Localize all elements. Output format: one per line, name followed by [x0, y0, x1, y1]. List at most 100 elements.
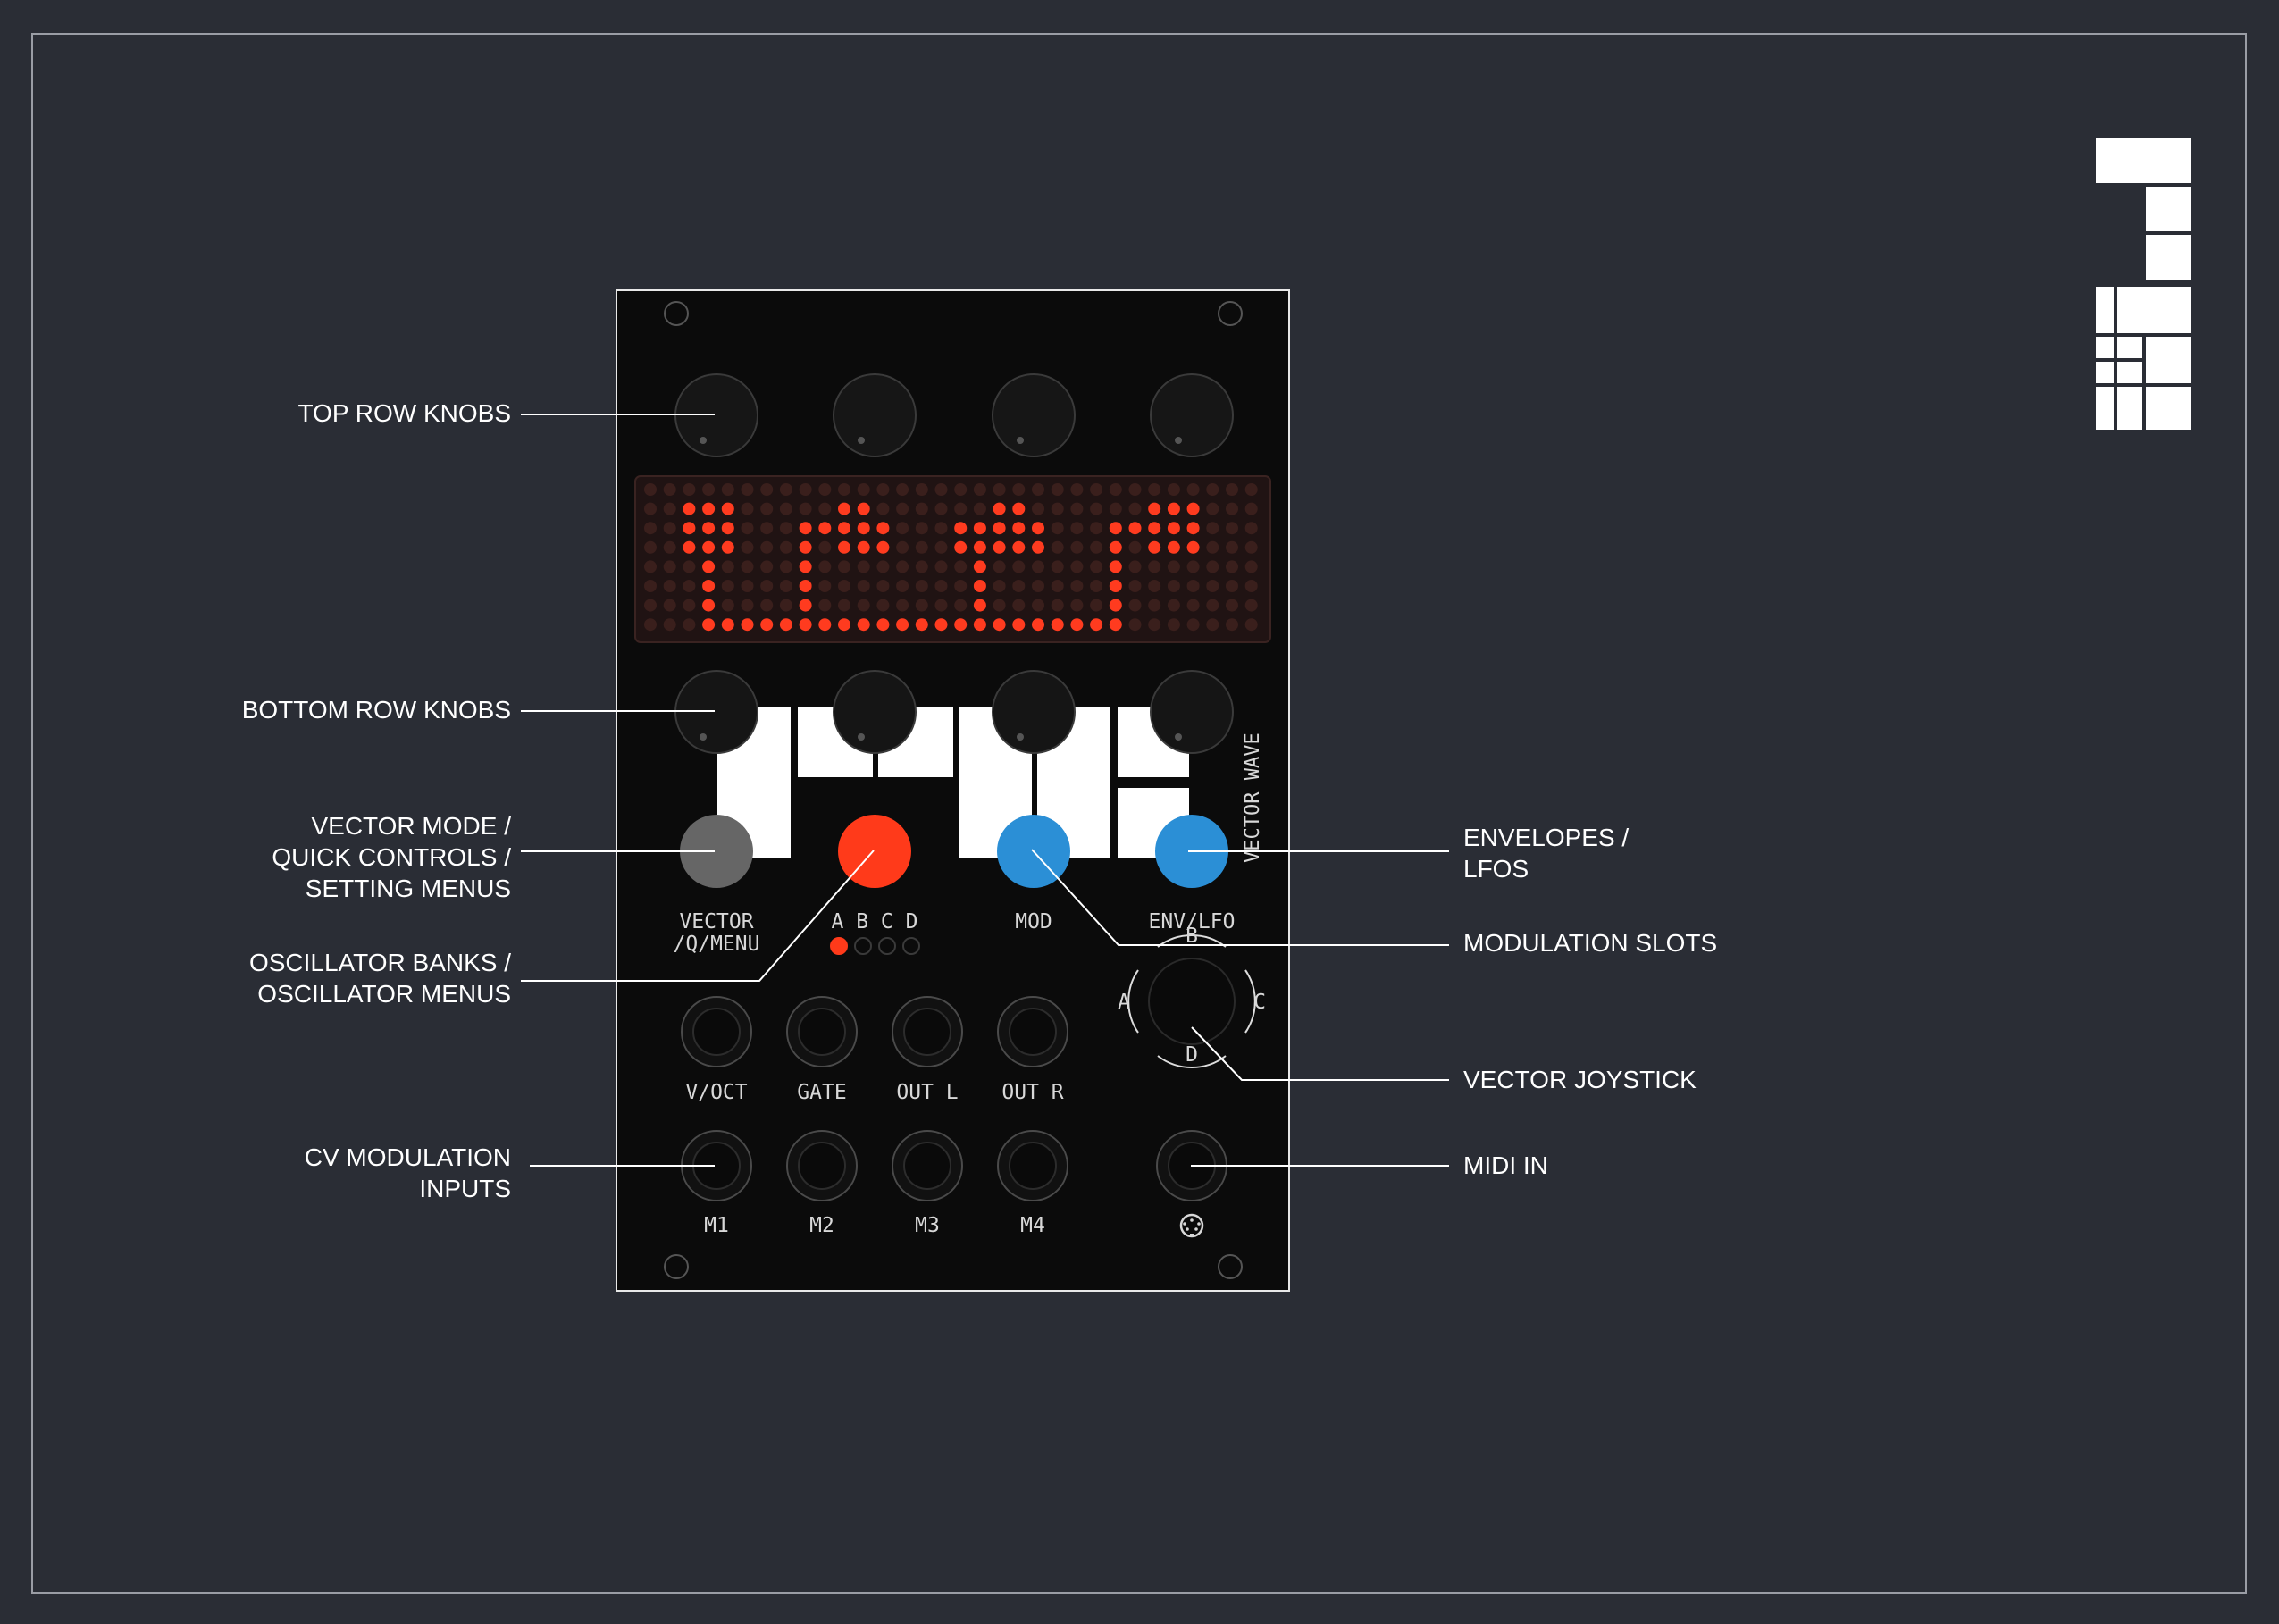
- led-dot-off: [663, 522, 676, 535]
- led-dot-on: [799, 580, 812, 592]
- cv-jack-label: M1: [704, 1214, 729, 1237]
- led-dot-off: [915, 580, 928, 592]
- led-dot-off: [915, 522, 928, 535]
- leader-vector-joystick: [1191, 1026, 1449, 1081]
- led-dot-off: [1167, 560, 1180, 573]
- led-dot-off: [1032, 599, 1044, 612]
- led-dot-on: [973, 580, 986, 592]
- led-dot-on: [1167, 502, 1180, 515]
- vector-button[interactable]: [680, 815, 753, 888]
- led-dot-off: [1090, 483, 1103, 496]
- led-dot-off: [760, 599, 774, 612]
- led-dot-on: [993, 522, 1006, 535]
- led-dot-off: [818, 483, 832, 496]
- led-dot-off: [779, 540, 792, 554]
- led-dot-on: [721, 540, 734, 554]
- led-dot-on: [973, 560, 986, 573]
- led-dot-off: [876, 580, 890, 592]
- led-dot-off: [915, 599, 928, 612]
- led-dot-on: [683, 502, 696, 515]
- led-dot-off: [1244, 522, 1258, 535]
- led-dot-off: [1090, 540, 1103, 554]
- led-dot-on: [799, 618, 812, 632]
- bottom-knob-2[interactable]: [833, 670, 917, 754]
- led-dot-off: [993, 599, 1006, 612]
- led-dot-on: [818, 618, 832, 632]
- bottom-knob-3[interactable]: [992, 670, 1076, 754]
- led-dot-off: [1186, 618, 1200, 632]
- led-dot-off: [954, 599, 968, 612]
- vector-joystick[interactable]: B A C D: [1118, 925, 1266, 1068]
- led-dot-off: [1186, 599, 1200, 612]
- led-dot-off: [1109, 483, 1122, 496]
- led-dot-off: [741, 483, 754, 496]
- led-dot-on: [818, 522, 832, 535]
- led-dot-off: [1226, 540, 1238, 554]
- bottom-row-knobs: [674, 670, 1234, 754]
- io-jack-label: OUT L: [896, 1081, 958, 1104]
- led-dot-off: [1051, 522, 1064, 535]
- led-dot-off: [896, 502, 909, 515]
- led-dot-off: [1226, 618, 1238, 632]
- led-dot-on: [1148, 540, 1161, 554]
- io-jack-v-oct[interactable]: [681, 996, 752, 1067]
- eurorack-module-panel: VECTOR WAVE VECTOR /Q/MENU A B C D MOD E…: [616, 289, 1290, 1292]
- led-dot-on: [1186, 522, 1200, 535]
- cv-jack-m3[interactable]: [892, 1130, 963, 1201]
- io-jack-out-r[interactable]: [997, 996, 1068, 1067]
- led-dot-off: [1206, 483, 1219, 496]
- led-dot-off: [857, 560, 870, 573]
- led-dot-off: [934, 483, 948, 496]
- bottom-knob-4[interactable]: [1150, 670, 1234, 754]
- led-dot-on: [838, 540, 850, 554]
- led-dot-off: [1070, 522, 1084, 535]
- led-dot-on: [721, 502, 734, 515]
- top-knob-2[interactable]: [833, 373, 917, 457]
- screw-top-right: [1218, 301, 1243, 326]
- io-jack-gate[interactable]: [786, 996, 858, 1067]
- vector-label: VECTOR: [679, 910, 753, 933]
- io-jack-out-l[interactable]: [892, 996, 963, 1067]
- led-dot-off: [683, 483, 696, 496]
- led-dot-off: [1090, 560, 1103, 573]
- led-dot-off: [1070, 502, 1084, 515]
- cv-jack-m2[interactable]: [786, 1130, 858, 1201]
- led-dot-off: [1206, 522, 1219, 535]
- cv-jack-m4[interactable]: [997, 1130, 1068, 1201]
- led-dot-on: [954, 522, 968, 535]
- top-knob-3[interactable]: [992, 373, 1076, 457]
- led-dot-off: [1090, 522, 1103, 535]
- led-dot-off: [876, 599, 890, 612]
- led-dot-on: [993, 540, 1006, 554]
- led-dot-on: [876, 540, 890, 554]
- led-dot-off: [1167, 580, 1180, 592]
- panel-graphic: VECTOR WAVE VECTOR /Q/MENU A B C D MOD E…: [634, 301, 1271, 1279]
- bank-led-c: [878, 937, 896, 955]
- midi-din-icon: [1179, 1213, 1204, 1238]
- led-dot-on: [1109, 522, 1122, 535]
- led-matrix-dots: [644, 483, 1258, 632]
- led-dot-off: [683, 560, 696, 573]
- led-dot-on: [1109, 560, 1122, 573]
- vector-sub-label: /Q/MENU: [674, 933, 760, 956]
- led-dot-off: [779, 580, 792, 592]
- led-dot-off: [1090, 580, 1103, 592]
- led-dot-on: [934, 618, 948, 632]
- led-dot-off: [1051, 599, 1064, 612]
- led-dot-off: [934, 580, 948, 592]
- led-dot-off: [1206, 560, 1219, 573]
- led-dot-on: [1109, 580, 1122, 592]
- led-dot-off: [915, 540, 928, 554]
- led-dot-off: [779, 560, 792, 573]
- led-dot-off: [838, 483, 850, 496]
- screw-top-left: [664, 301, 689, 326]
- led-dot-off: [1128, 540, 1142, 554]
- led-dot-on: [954, 540, 968, 554]
- top-knob-4[interactable]: [1150, 373, 1234, 457]
- led-dot-off: [915, 502, 928, 515]
- led-dot-off: [1051, 540, 1064, 554]
- joystick-c-label: C: [1253, 991, 1266, 1014]
- led-dot-on: [1128, 522, 1142, 535]
- led-dot-on: [702, 502, 716, 515]
